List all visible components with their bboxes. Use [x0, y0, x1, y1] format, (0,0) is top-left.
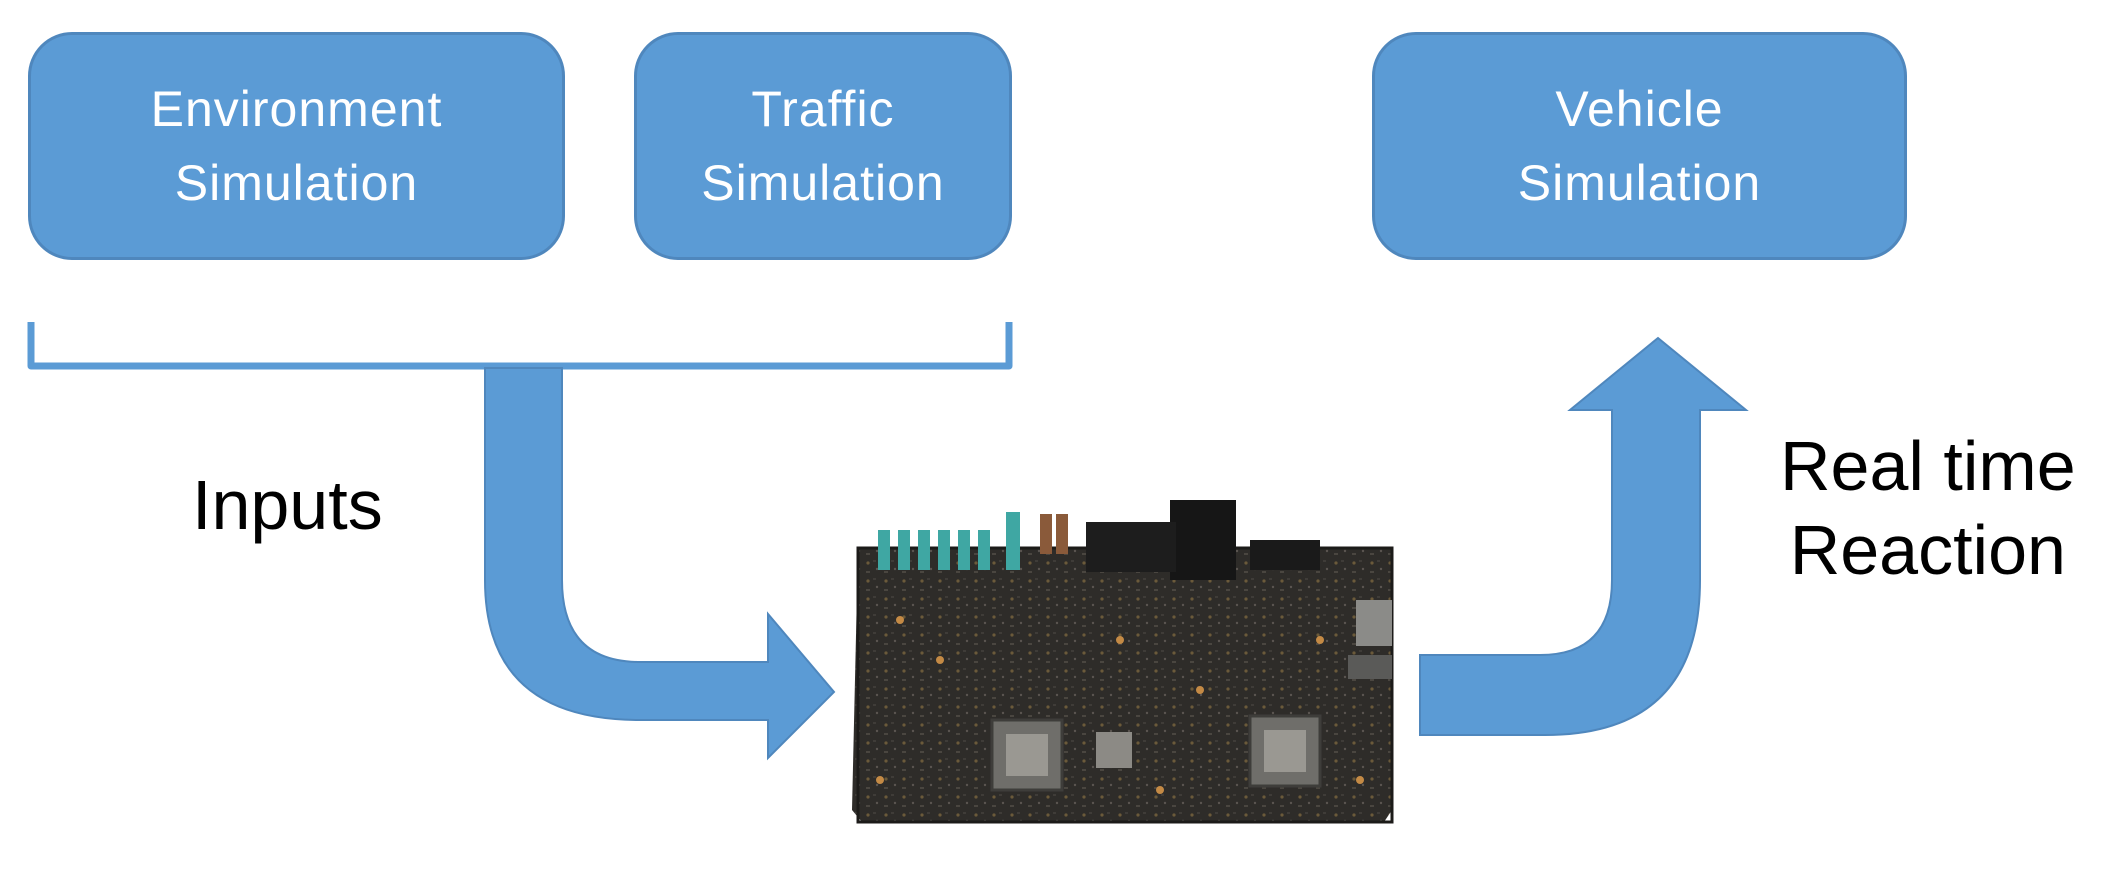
inputs-label: Inputs	[192, 466, 383, 544]
real-time-reaction-line2: Reaction	[1789, 511, 2066, 589]
traffic-simulation-line2: Simulation	[701, 155, 945, 211]
traffic-simulation-line1: Traffic	[751, 81, 895, 137]
brace-bracket-icon	[27, 322, 1013, 370]
bend-arrow-up-icon	[1419, 336, 1749, 736]
environment-simulation-line1: Environment	[150, 81, 443, 137]
environment-simulation-line2: Simulation	[174, 155, 419, 211]
environment-simulation-box: Environment Simulation	[28, 32, 565, 260]
traffic-simulation-box: Traffic Simulation	[634, 32, 1012, 260]
vehicle-simulation-box: Vehicle Simulation	[1372, 32, 1907, 260]
bend-arrow-right-icon	[484, 367, 836, 761]
vehicle-simulation-line1: Vehicle	[1555, 81, 1724, 137]
vehicle-simulation-line2: Simulation	[1517, 155, 1762, 211]
real-time-reaction-label: Real time Reaction	[1780, 424, 2076, 592]
real-time-reaction-line1: Real time	[1780, 427, 2076, 505]
circuit-board-image	[852, 500, 1394, 824]
